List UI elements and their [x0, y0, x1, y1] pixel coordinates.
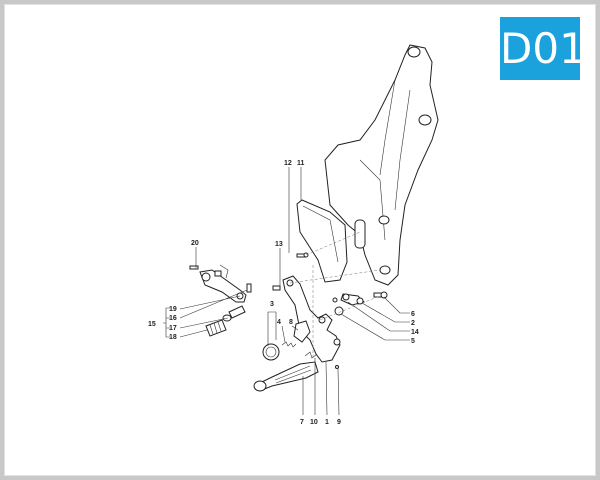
frame-bracket	[324, 44, 439, 286]
screw-part-6	[373, 291, 388, 299]
label-6: 6	[411, 311, 415, 318]
gear-lever-part-19	[199, 269, 247, 303]
label-4: 4	[277, 319, 281, 326]
label-11: 11	[297, 160, 305, 167]
spring-part-4	[281, 341, 297, 348]
label-2: 2	[411, 320, 415, 327]
label-8: 8	[289, 319, 293, 326]
label-16: 16	[169, 315, 177, 322]
bolt-part-13	[272, 285, 281, 291]
label-19: 19	[169, 306, 177, 313]
bracket-part-8	[293, 320, 311, 343]
rubber-part-18	[205, 319, 227, 337]
label-1: 1	[325, 419, 329, 426]
label-7: 7	[300, 419, 304, 426]
pin-part-17	[222, 305, 246, 322]
footpeg-part-7	[253, 361, 319, 392]
label-5: 5	[411, 338, 415, 345]
heel-guard-part-11	[296, 199, 348, 283]
diagram-code-badge: D01	[500, 17, 586, 80]
screw-part-12	[296, 252, 309, 258]
label-12: 12	[284, 160, 292, 167]
label-15: 15	[148, 321, 156, 328]
label-20: 20	[191, 240, 199, 247]
label-18: 18	[169, 334, 177, 341]
label-17: 17	[169, 325, 177, 332]
spring-part-10	[304, 351, 318, 359]
pin-part-9	[335, 365, 339, 369]
label-9: 9	[337, 419, 341, 426]
link-part-2	[332, 293, 365, 316]
label-10: 10	[310, 419, 318, 426]
screw-part-16	[246, 283, 252, 293]
label-3: 3	[270, 301, 274, 308]
knob-part-3	[262, 343, 280, 361]
bolt-part-20	[189, 265, 199, 270]
label-13: 13	[275, 241, 283, 248]
label-14: 14	[411, 329, 419, 336]
nut-part	[214, 264, 229, 279]
